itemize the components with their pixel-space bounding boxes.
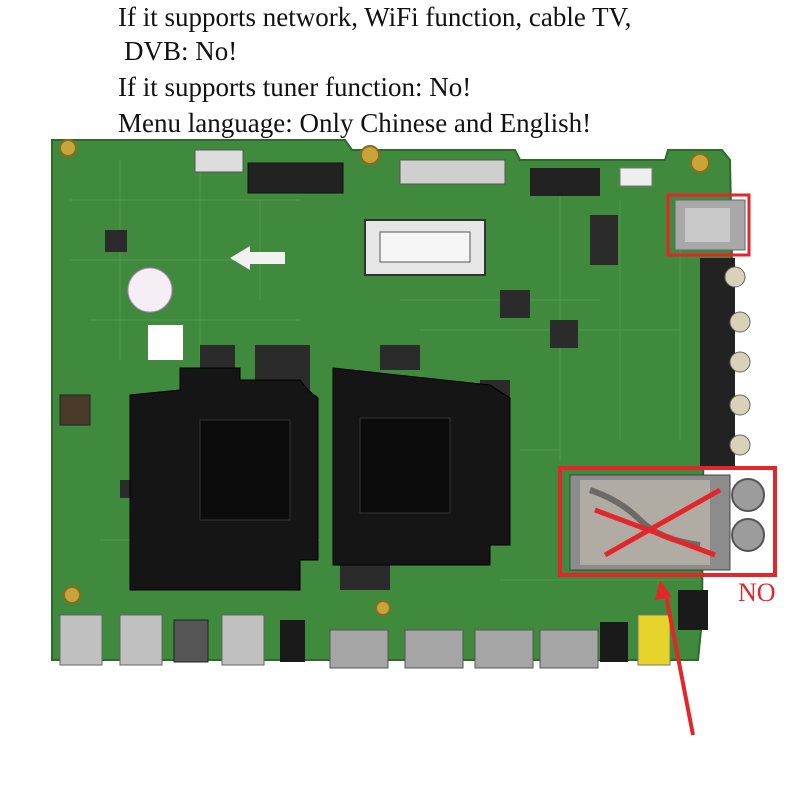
lvds-socket — [364, 219, 486, 276]
caption-line-dvb: DVB: No! — [124, 36, 238, 66]
av-connector-bank — [700, 258, 751, 468]
mounting-holes — [59, 139, 710, 616]
caption-line-menu-language: Menu language: Only Chinese and English! — [118, 108, 592, 138]
cross-out-mark — [594, 487, 722, 558]
network-port — [674, 199, 746, 251]
tuner-module — [569, 474, 765, 571]
inductor — [59, 394, 91, 426]
tuner-highlight-box — [558, 466, 777, 577]
stamp-mark — [127, 267, 173, 313]
white-sticker — [148, 325, 183, 360]
red-pointer-arrow — [655, 580, 695, 736]
heatsink-right — [332, 367, 511, 566]
caption-line-tuner: If it supports tuner function: No! — [118, 72, 472, 102]
white-arrow-marking — [230, 246, 285, 270]
caption-line-network: If it supports network, WiFi function, c… — [118, 2, 632, 32]
network-port-highlight-box — [666, 193, 751, 257]
no-label: NO — [738, 578, 776, 607]
heatsink-left — [129, 367, 319, 591]
top-connectors — [194, 149, 653, 196]
bottom-ports — [59, 590, 708, 669]
